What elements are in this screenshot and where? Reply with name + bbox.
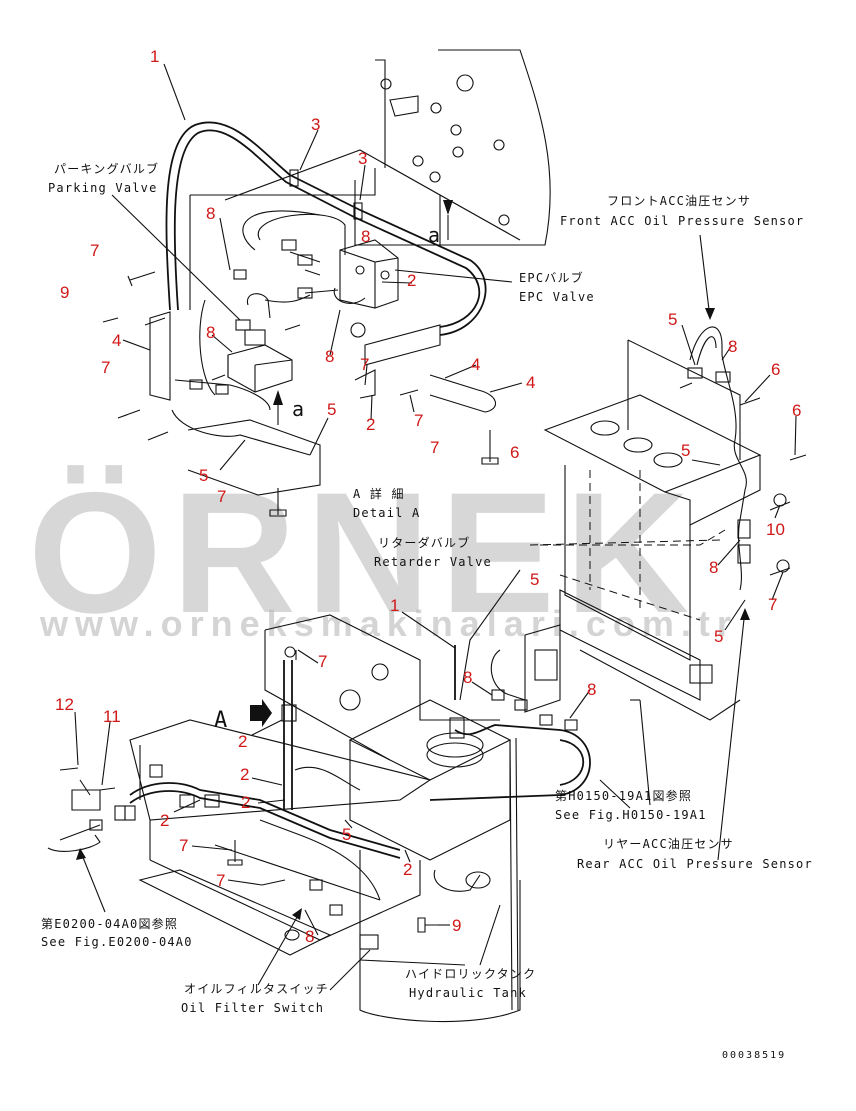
parking-valve-label-jp: パーキングバルブ — [54, 161, 159, 176]
watermark-brand: ÖRNEK — [28, 457, 699, 649]
callout-5: 5 — [327, 400, 336, 419]
hydraulic-tank-label-en: Hydraulic Tank — [409, 986, 527, 1000]
callout-8: 8 — [325, 347, 334, 366]
view-a-lower-label: a — [292, 397, 304, 421]
callout-6: 6 — [771, 360, 780, 379]
callout-5: 5 — [199, 466, 208, 485]
oil-filter-switch-label-jp: オイルフィルタスイッチ — [184, 982, 329, 996]
part-code: 00038519 — [722, 1050, 786, 1061]
callout-10: 10 — [766, 520, 785, 539]
retarder-valve-label-en: Retarder Valve — [374, 555, 492, 569]
callout-7: 7 — [216, 871, 225, 890]
callout-5: 5 — [342, 825, 351, 844]
callout-7: 7 — [768, 595, 777, 614]
epc-valve-label-jp: EPCバルブ — [519, 270, 584, 285]
callout-5: 2 — [403, 860, 412, 879]
callout-5: 5 — [668, 310, 677, 329]
retarder-valve-label-jp: リターダバルブ — [378, 535, 470, 550]
callout-9: 9 — [60, 283, 69, 302]
epc-valve-label-en: EPC Valve — [519, 290, 595, 304]
callout-8: 8 — [587, 680, 596, 699]
callout-1: 1 — [390, 596, 399, 615]
detail-a-label-jp: A 詳 細 — [353, 486, 405, 501]
callout-5: 5 — [530, 570, 539, 589]
oil-filter-switch-label-en: Oil Filter Switch — [181, 1001, 324, 1015]
callout-7: 7 — [430, 438, 439, 457]
watermark: ÖRNEK www.orneksmakinalari.com.tr — [28, 457, 738, 649]
callout-8: 8 — [305, 927, 314, 946]
callout-8: 8 — [206, 323, 215, 342]
callout-7: 7 — [179, 836, 188, 855]
see-e0200-label-en: See Fig.E0200-04A0 — [41, 935, 193, 949]
rear-acc-label-en: Rear ACC Oil Pressure Sensor — [577, 857, 813, 871]
callout-7: 7 — [101, 358, 110, 377]
callout-2: 2 — [238, 732, 247, 751]
callout-2: 2 — [240, 765, 249, 784]
callout-11: 11 — [103, 707, 121, 726]
callout-3: 3 — [311, 115, 320, 134]
callout-6: 6 — [792, 401, 801, 420]
callout-4: 4 — [526, 373, 535, 392]
callout-8: 8 — [361, 227, 370, 246]
watermark-url: www.orneksmakinalari.com.tr — [39, 603, 738, 644]
callout-8: 8 — [709, 558, 718, 577]
view-a-upper-label: a — [428, 223, 440, 247]
callout-8: 8 — [463, 668, 472, 687]
callout-2: 2 — [366, 415, 375, 434]
parking-valve-label-en: Parking Valve — [48, 181, 158, 195]
callout-5: 5 — [714, 627, 723, 646]
callout-2: 2 — [160, 811, 169, 830]
callout-9: 9 — [452, 916, 461, 935]
callout-8: 8 — [728, 337, 737, 356]
callout-3: 3 — [358, 149, 367, 168]
callout-5: 5 — [681, 441, 690, 460]
callout-2: 2 — [407, 271, 416, 290]
hydraulic-tank-label-jp: ハイドロリックタンク — [405, 967, 536, 981]
annotation-labels: パーキングバルブ Parking Valve EPCバルブ EPC Valve … — [41, 161, 813, 1061]
lower-tank-assembly — [47, 539, 721, 1023]
callout-2: 2 — [241, 793, 250, 812]
callout-7: 7 — [90, 241, 99, 260]
callout-8: 8 — [206, 204, 215, 223]
callout-6: 6 — [510, 443, 519, 462]
callout-1: 1 — [150, 47, 159, 66]
callout-7: 7 — [217, 487, 226, 506]
see-h0150-label-jp: 第H0150-19A1図参照 — [555, 788, 692, 803]
detail-a-label-en: Detail A — [353, 506, 420, 520]
callout-numbers: 1 3 3 8 8 7 9 2 8 8 4 7 4 7 4 5 7 2 7 6 … — [55, 47, 801, 946]
rear-acc-label-jp: リヤーACC油圧センサ — [603, 837, 734, 851]
upper-valve-assembly — [102, 49, 551, 517]
right-panel-assembly — [540, 234, 807, 861]
front-acc-label-en: Front ACC Oil Pressure Sensor — [560, 214, 804, 228]
front-acc-label-jp: フロントACC油圧センサ — [607, 194, 751, 208]
callout-4: 4 — [471, 355, 480, 374]
callout-7: 7 — [360, 355, 369, 374]
see-h0150-label-en: See Fig.H0150-19A1 — [555, 808, 707, 822]
callout-12: 12 — [55, 695, 74, 714]
see-e0200-label-jp: 第E0200-04A0図参照 — [41, 916, 178, 931]
callout-4: 4 — [112, 331, 121, 350]
view-A-label: A — [214, 708, 227, 733]
callout-7: 7 — [414, 411, 423, 430]
callout-7: 7 — [318, 652, 327, 671]
